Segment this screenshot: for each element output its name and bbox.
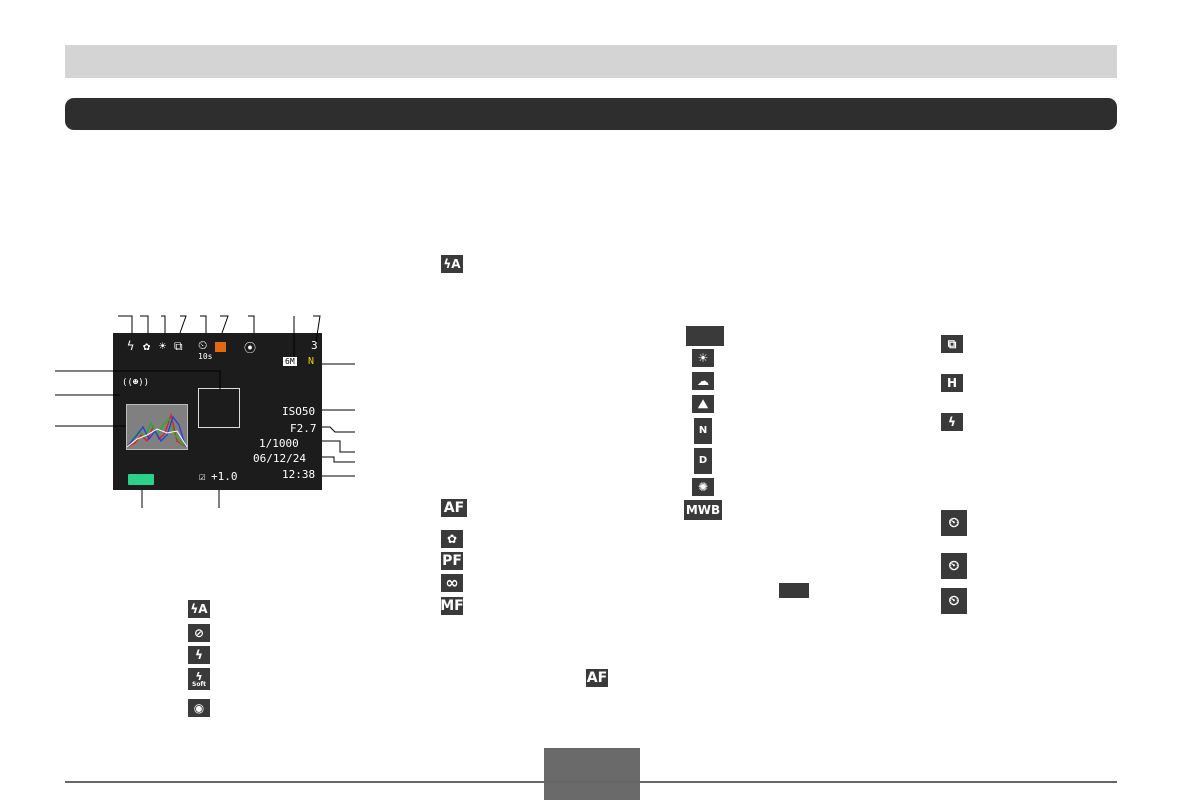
wb-cloudy-icon: ☁ [692, 372, 714, 390]
flash-continuous-icon: ϟ [941, 413, 963, 431]
manual-focus-icon: MF [440, 597, 464, 615]
continuous-shutter-icon: ⧉ [941, 335, 963, 353]
flash-mode-icon: ϟ [127, 339, 135, 353]
section-title-bar [65, 98, 1117, 130]
ev-icon: ☑ [199, 470, 206, 483]
battery-icon [128, 474, 154, 485]
histogram [126, 404, 188, 450]
self-timer-2s-icon: ⏲ [941, 553, 967, 579]
flash-on-icon: ϟ [188, 646, 210, 664]
header-bar [65, 45, 1117, 78]
self-timer-icon: ⏲ [198, 338, 208, 352]
wb-fluorescent-n-icon: N [694, 418, 712, 444]
image-size-badge: 6M [283, 357, 297, 366]
wb-daylight-icon: ☀ [692, 349, 714, 367]
flash-auto-icon: ϟA [188, 600, 210, 618]
self-timer-10s-icon: ⏲ [941, 510, 967, 536]
recording-mode-icon [215, 342, 226, 352]
drive-mode-icon: ⧉ [174, 339, 183, 353]
shots-remaining: 3 [311, 339, 318, 352]
soft-flash-symbol: ϟ [195, 669, 203, 683]
white-balance-icon: ☀ [159, 339, 167, 353]
high-speed-continuous-icon: H [941, 374, 963, 392]
wb-shade-icon: ⛰ [692, 395, 714, 413]
page-number-box [544, 748, 640, 781]
wb-tungsten-icon: ✺ [692, 478, 714, 496]
image-quality: N [308, 356, 315, 367]
wb-fluorescent-d-icon: D [694, 448, 712, 474]
aperture-value: F2.7 [290, 422, 317, 435]
page-number-box-lower [544, 783, 640, 800]
monitor-screen: ϟ ✿ ☀ ⧉ ⏲ 10s ⦿ 3 6M N ((☻)) ISO50 F2.7 … [113, 333, 322, 490]
date-value: 06/12/24 [253, 452, 306, 465]
red-eye-reduction-icon: ◉ [188, 699, 210, 717]
auto-focus-inline-icon: AF [586, 669, 608, 687]
wb-inline-icon [779, 583, 809, 598]
anti-shake-icon: ((☻)) [122, 378, 150, 388]
footer-rule [65, 781, 1117, 783]
shutter-speed: 1/1000 [259, 437, 299, 450]
flash-auto-inline-icon: ϟA [441, 255, 463, 273]
flash-off-icon: ⊘ [188, 624, 210, 642]
soft-flash-label: Soft [192, 680, 206, 688]
infinity-focus-icon: ∞ [441, 574, 463, 592]
focus-frame [198, 388, 240, 428]
auto-focus-icon: AF [441, 499, 467, 517]
ev-value: +1.0 [211, 470, 238, 483]
macro-focus-icon: ✿ [441, 530, 463, 548]
soft-flash-icon: ϟ Soft [188, 668, 210, 690]
iso-value: ISO50 [282, 405, 316, 418]
pan-focus-icon: PF [441, 552, 463, 570]
macro-icon: ✿ [143, 339, 151, 353]
triple-self-timer-icon: ⏲ [941, 588, 967, 614]
wb-manual-icon: MWB [684, 500, 722, 520]
time-value: 12:38 [282, 468, 316, 481]
wb-auto-icon [686, 326, 724, 346]
self-timer-value: 10s [198, 352, 213, 361]
metering-icon: ⦿ [244, 341, 257, 355]
